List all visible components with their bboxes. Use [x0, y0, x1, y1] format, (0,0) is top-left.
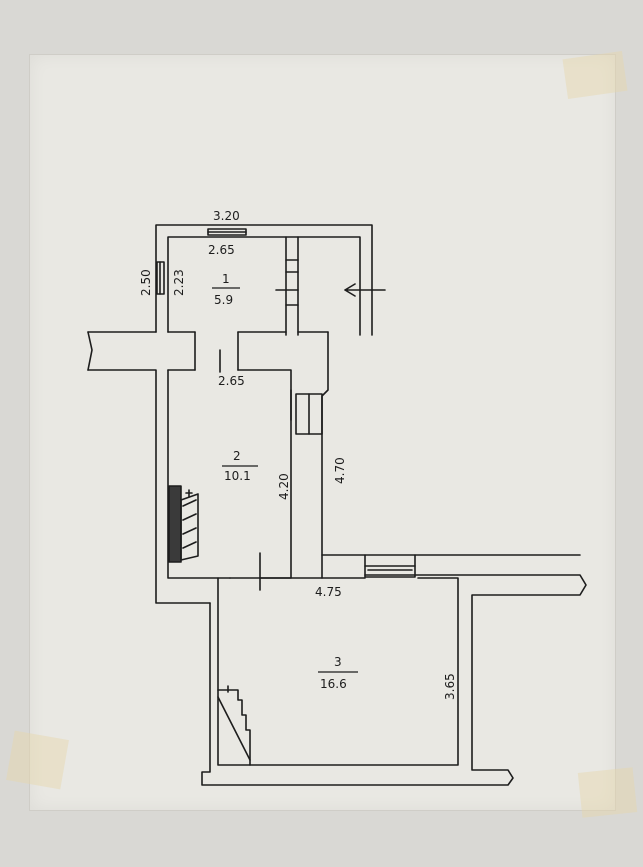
- wall-room1-outer: [155, 224, 373, 336]
- wall-vestibule-inner: [297, 236, 361, 336]
- dim-room2-top: 2.65: [218, 374, 245, 388]
- room2-number: 2: [233, 449, 241, 463]
- dim-room2-right: 4.20: [277, 473, 291, 500]
- wall-right-block: [321, 331, 366, 556]
- dim-right-wall: 4.70: [333, 457, 347, 484]
- dim-room3-top: 4.75: [315, 585, 342, 599]
- room3-area: 16.6: [320, 677, 347, 691]
- wall-room1-inner: [167, 236, 299, 336]
- room3-number: 3: [334, 655, 342, 669]
- stove-room2: [168, 485, 182, 563]
- wall-band-bottom: [87, 369, 211, 604]
- wall-band-left: [87, 331, 93, 371]
- entrance-arrow: [344, 283, 386, 297]
- door-1-2: [194, 331, 239, 373]
- dim-left-outer: 2.50: [139, 269, 153, 296]
- wall-room3-outer: [201, 574, 587, 786]
- dim-room3-right: 3.65: [443, 673, 457, 700]
- room2-area: 10.1: [224, 469, 251, 483]
- wall-room3-inner: [217, 577, 459, 766]
- room1-area: 5.9: [214, 293, 233, 307]
- dim-top-inner: 2.65: [208, 243, 235, 257]
- stove-room3: [217, 689, 251, 766]
- dim-top-outer: 3.20: [213, 209, 240, 223]
- room1-number: 1: [222, 272, 230, 286]
- dim-left-inner: 2.23: [172, 269, 186, 296]
